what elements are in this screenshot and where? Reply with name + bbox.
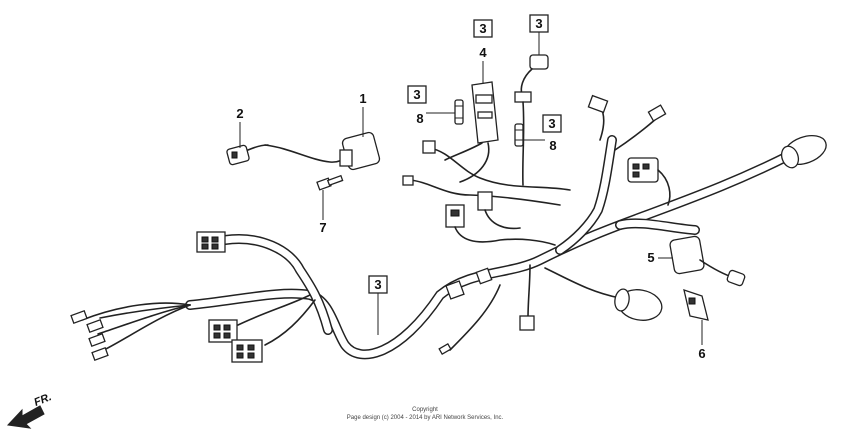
upper-wire-bundle (402, 94, 667, 206)
svg-text:3: 3 (548, 116, 555, 131)
harness-band (445, 267, 493, 300)
harness-end-boot-lower (544, 267, 663, 321)
copyright-line-2: Page design (c) 2004 - 2014 by ARI Netwo… (346, 415, 504, 421)
ref-box-3-harness: 3 (368, 275, 388, 335)
svg-text:3: 3 (479, 21, 486, 36)
svg-text:3: 3 (413, 87, 420, 102)
connector-lower-left-b (231, 299, 316, 363)
ref-box-3-top-right: 3 (529, 14, 549, 55)
connector-upper-left (196, 231, 226, 253)
part-8-fuse-left (454, 99, 464, 125)
svg-text:4: 4 (479, 45, 487, 60)
svg-text:8: 8 (416, 111, 423, 126)
svg-text:8: 8 (549, 138, 556, 153)
part-8-fuse-right (514, 123, 524, 147)
callout-1: 1 (359, 91, 367, 137)
fuse-holder-top (514, 54, 549, 186)
callout-2: 2 (236, 106, 244, 148)
copyright-line-1: Copyright (412, 407, 438, 413)
relay-connector-mid (627, 157, 671, 206)
svg-text:3: 3 (374, 277, 381, 292)
callout-4: 4 (479, 45, 487, 84)
part-4-fuse-box (444, 81, 499, 183)
part-1-switch (264, 131, 381, 171)
svg-text:6: 6 (698, 346, 705, 361)
callout-8-left: 8 (416, 111, 455, 126)
left-terminal-fanout (70, 302, 191, 361)
part-5-relay (669, 235, 746, 287)
part-6-connector (683, 289, 709, 321)
callout-8-right: 8 (524, 138, 557, 153)
svg-text:3: 3 (535, 16, 542, 31)
callout-7: 7 (319, 190, 327, 235)
harness-end-boot-right (780, 135, 827, 169)
callout-5: 5 (647, 250, 673, 265)
connector-lower-left-a (208, 294, 311, 343)
svg-text:5: 5 (647, 250, 654, 265)
connector-pair-center (445, 191, 556, 246)
front-direction-arrow-icon (6, 405, 45, 429)
loose-wire-terminal (438, 264, 535, 355)
ref-box-3-top-left: 3 (473, 19, 493, 38)
ref-box-3-mid-right: 3 (542, 114, 562, 133)
part-2-connector (226, 144, 269, 166)
svg-text:2: 2 (236, 106, 243, 121)
part-7-bolt (316, 174, 344, 191)
svg-text:7: 7 (319, 220, 326, 235)
ref-box-3-mid-left: 3 (407, 85, 427, 104)
svg-text:1: 1 (359, 91, 366, 106)
callout-6: 6 (698, 320, 706, 361)
